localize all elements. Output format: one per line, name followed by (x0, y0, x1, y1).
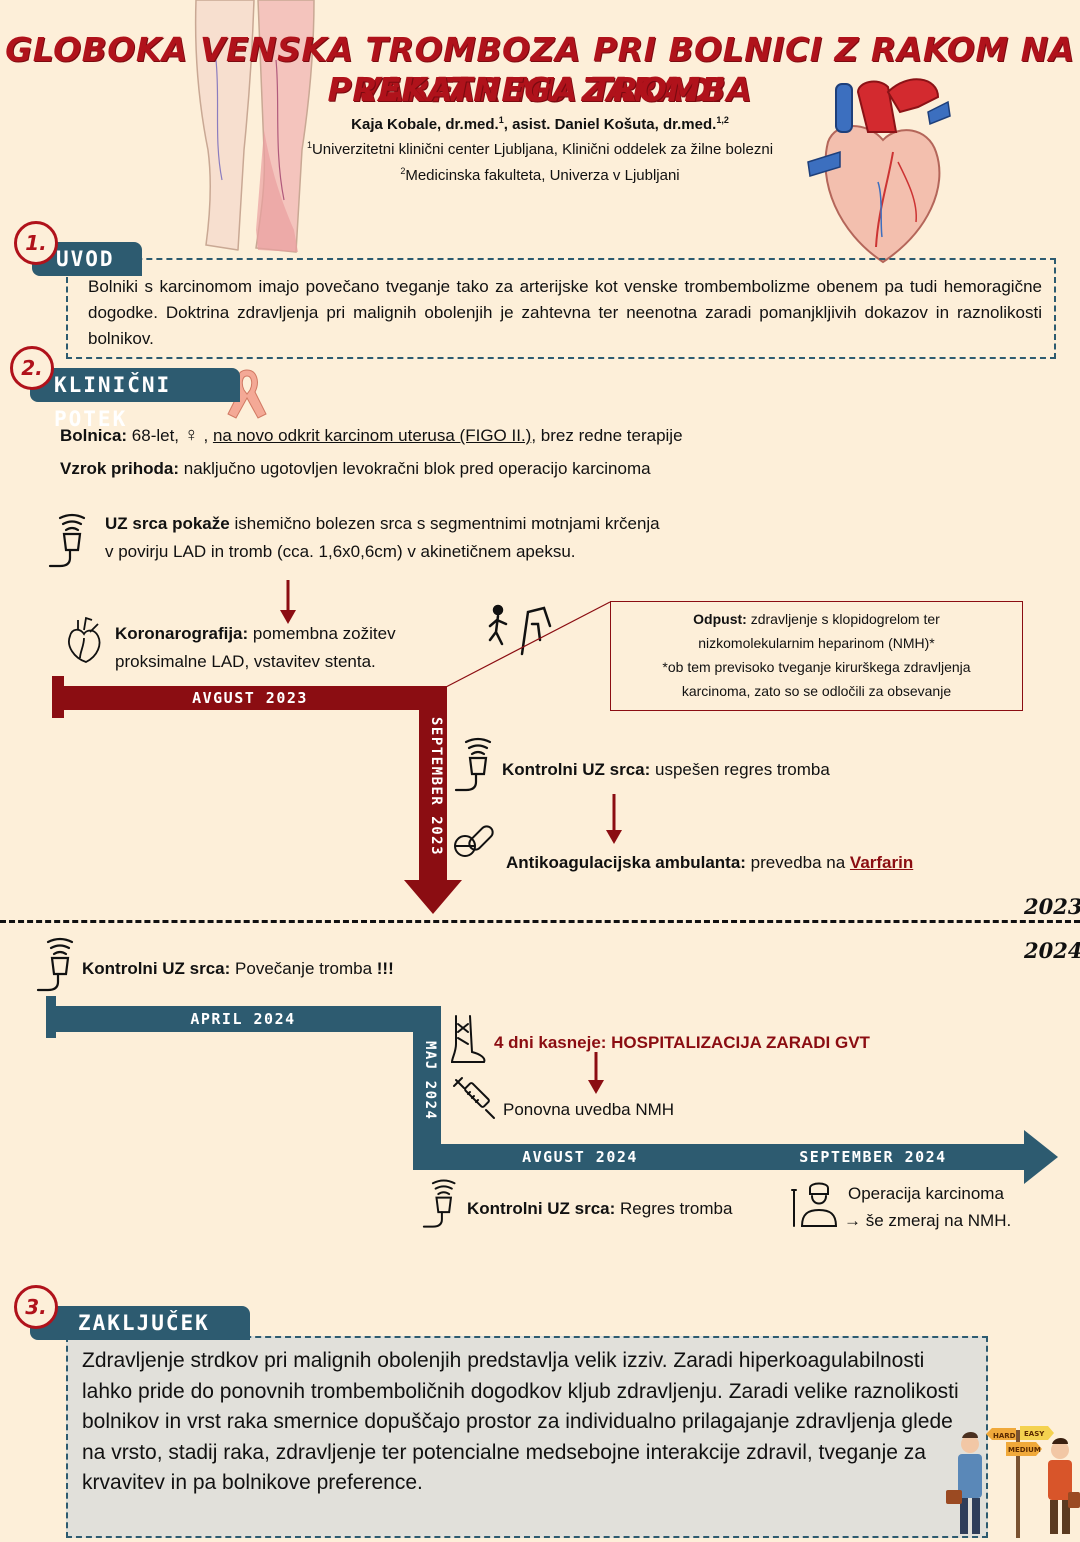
koro-text: Koronarografija: pomembna zožitev proksi… (115, 624, 396, 671)
syringe-icon (452, 1076, 496, 1120)
heart-illustration (788, 72, 953, 267)
op-text: Operacija karcinoma → še zmeraj na NMH. (844, 1184, 1012, 1230)
connector-line (444, 600, 612, 690)
authors: Kaja Kobale, dr.med.1, asist. Daniel Koš… (260, 108, 820, 137)
year-2023-label: 2023 (1024, 894, 1080, 919)
timeline-label-aug2023: AVGUST 2023 (192, 689, 308, 707)
timeline-arrowhead-sep2023 (404, 880, 462, 914)
timeline-bar-aug2023-horizontal (52, 686, 447, 710)
uz2-text: Kontrolni UZ srca: uspešen regres tromba (502, 760, 830, 779)
timeline-label-sep2023: SEPTEMBER 2023 (428, 717, 444, 857)
heart-outline-icon (62, 616, 104, 664)
conclusion-text: Zdravljenje strdkov pri malignih obolenj… (82, 1349, 959, 1494)
varfarin-highlight: Varfarin (849, 853, 914, 872)
patient-line: Bolnica: 68-let, ♀ , na novo odkrit karc… (60, 421, 960, 450)
sign-medium-text: MEDIUM (1008, 1446, 1041, 1454)
ultrasound-probe-icon (452, 734, 498, 796)
cause-line: Vzrok prihoda: naključno ugotovljen levo… (60, 459, 651, 478)
surgeon-icon (788, 1180, 840, 1230)
anti-text: Antikoagulacijska ambulanta: prevedba na… (506, 853, 914, 872)
section-2-number: 2. (10, 346, 54, 390)
sign-hard-text: HARD (993, 1432, 1016, 1440)
timeline-arrowhead-2024 (1024, 1130, 1058, 1184)
pills-icon (453, 822, 499, 860)
uz4-text: Kontrolni UZ srca: Regres tromba (467, 1199, 733, 1218)
section-1-number: 1. (14, 221, 58, 265)
uz1-text: UZ srca pokaže ishemično bolezen srca s … (105, 514, 660, 561)
affiliation-2: 2Medicinska fakulteta, Univerza v Ljublj… (400, 166, 680, 184)
section-3-tab: ZAKLJUČEK (30, 1306, 250, 1340)
author-kosuta: , asist. Daniel Košuta, dr.med. (503, 116, 717, 133)
timeline-bar-sep2023-vertical (419, 686, 447, 886)
odpust-text: Odpust: zdravljenje s klopidogrelom ter … (662, 611, 971, 699)
uz3-text: Kontrolni UZ srca: Povečanje tromba !!! (82, 959, 394, 978)
patient-label: Bolnica: (60, 426, 127, 445)
author1-sup: 1 (498, 115, 504, 125)
sign-easy-text: EASY (1024, 1430, 1045, 1438)
odpust-box (610, 601, 1023, 711)
timeline-bar-aug-sep2024-horizontal (413, 1144, 1028, 1170)
section-3-number: 3. (14, 1285, 58, 1329)
affil1-sup: 1 (306, 140, 312, 150)
section-2-tab: KLINIČNI POTEK (30, 368, 240, 431)
walking-person-icon (488, 604, 552, 656)
arrow-down-icon (588, 1052, 604, 1094)
leg-icon (448, 1014, 490, 1066)
hospitalization-text: 4 dni kasneje: HOSPITALIZACIJA ZARADI GV… (494, 1033, 870, 1052)
year-2024-label: 2024 (1024, 938, 1080, 963)
intro-text: Bolniki s karcinomom imajo povečano tveg… (88, 277, 1042, 348)
affil2-sup: 2 (400, 166, 406, 176)
op-arrow: → (844, 1211, 861, 1230)
nmh-text: Ponovna uvedba NMH (503, 1100, 675, 1119)
timeline-label-maj2024: MAJ 2024 (422, 1041, 438, 1121)
arrow-down-icon (280, 580, 296, 624)
ultrasound-probe-icon (34, 934, 80, 996)
timeline-label-sep2024: SEPTEMBER 2024 (799, 1148, 947, 1166)
author-kobale: Kaja Kobale, dr.med. (351, 116, 499, 133)
timeline-label-apr2024: APRIL 2024 (190, 1010, 296, 1028)
page-title-line2: PREKATNEGA TROMBA (327, 70, 753, 109)
patient-diagnosis: na novo odkrit karcinom uterusa (FIGO II… (212, 426, 532, 445)
timeline-bar-apr2024-horizontal (46, 1006, 441, 1032)
affiliation-1: 1Univerzitetni klinični center Ljubljana… (306, 140, 774, 158)
timeline-bar-maj2024-vertical (413, 1006, 441, 1170)
legs-illustration (186, 0, 326, 262)
intro-box (66, 258, 1056, 359)
ultrasound-probe-icon (46, 510, 92, 572)
year-divider (0, 920, 1080, 923)
page-title-line1: GLOBOKA VENSKA TROMBOZA PRI BOLNICI Z RA… (5, 30, 1075, 109)
cause-label: Vzrok prihoda: (60, 459, 180, 478)
conclusion-box (66, 1336, 988, 1538)
people-signpost-illustration: HARD EASY MEDIUM (940, 1410, 1080, 1542)
author2-sup: 1,2 (716, 115, 729, 125)
ultrasound-probe-icon (418, 1176, 464, 1232)
female-symbol: ♀ (183, 424, 199, 446)
timeline-label-aug2024: AVGUST 2024 (522, 1148, 638, 1166)
arrow-down-icon (606, 794, 622, 844)
